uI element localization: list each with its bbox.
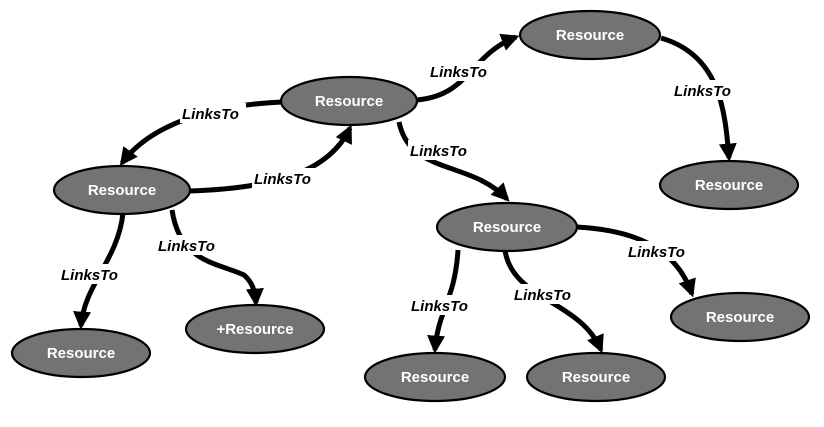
resource-node[interactable]: Resource bbox=[658, 159, 800, 211]
resource-node-label: Resource bbox=[88, 182, 156, 199]
edge-label: LinksTo bbox=[514, 287, 571, 304]
resource-node-label: Resource bbox=[695, 177, 763, 194]
resource-node-label: +Resource bbox=[216, 321, 293, 338]
resource-node-label: Resource bbox=[47, 345, 115, 362]
edge-label: LinksTo bbox=[410, 143, 467, 160]
resource-node[interactable]: Resource bbox=[52, 164, 192, 216]
resource-node[interactable]: Resource bbox=[518, 9, 662, 61]
edge-label: LinksTo bbox=[182, 106, 239, 123]
edge-label: LinksTo bbox=[674, 83, 731, 100]
edge-label: LinksTo bbox=[158, 238, 215, 255]
resource-node-label: Resource bbox=[562, 369, 630, 386]
edge-top-center-to-center bbox=[396, 121, 510, 202]
resource-node[interactable]: Resource bbox=[279, 75, 419, 127]
resource-node-label: Resource bbox=[315, 93, 383, 110]
edge-left-to-plus bbox=[169, 209, 264, 307]
resource-node-label: Resource bbox=[556, 27, 624, 44]
resource-node[interactable]: Resource bbox=[525, 351, 667, 403]
plus-resource-node[interactable]: +Resource bbox=[184, 303, 326, 355]
edge-label: LinksTo bbox=[61, 267, 118, 284]
edge-label: LinksTo bbox=[411, 298, 468, 315]
resource-node[interactable]: Resource bbox=[435, 201, 579, 253]
resource-node[interactable]: Resource bbox=[10, 327, 152, 379]
edge-label: LinksTo bbox=[430, 64, 487, 81]
resource-node-label: Resource bbox=[706, 309, 774, 326]
resource-node[interactable]: Resource bbox=[669, 291, 811, 343]
resource-node-label: Resource bbox=[401, 369, 469, 386]
resource-node-label: Resource bbox=[473, 219, 541, 236]
edge-label: LinksTo bbox=[628, 244, 685, 261]
resource-node[interactable]: Resource bbox=[363, 351, 507, 403]
edge-label: LinksTo bbox=[254, 171, 311, 188]
